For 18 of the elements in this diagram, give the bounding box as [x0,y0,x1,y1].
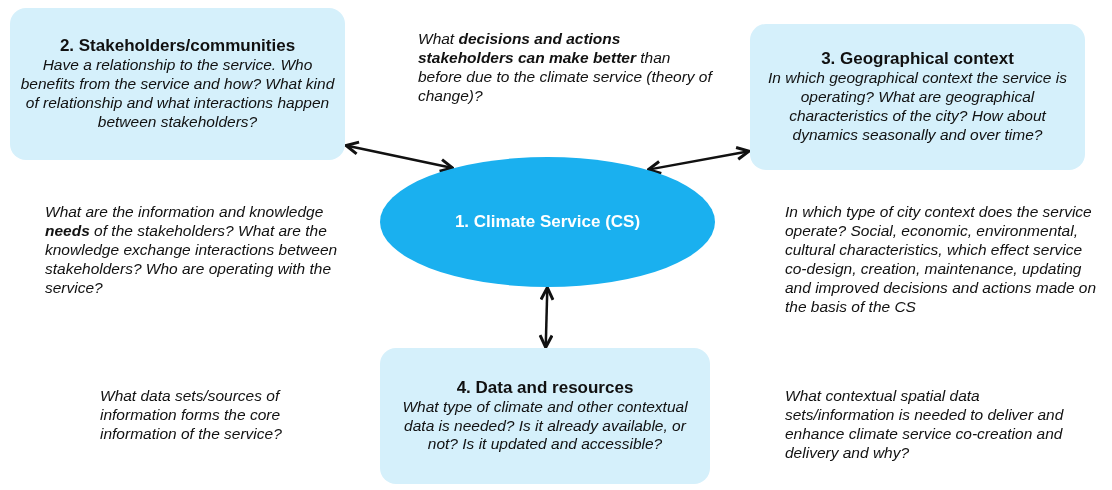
topic-box [380,348,710,484]
box-question: Have a relationship to the service. Who benefits from the service and how? What kind of relationship and what interactions happen between stakeholders? [20,56,335,132]
box-question: In which geographical context the service is operating? What are geographical characteristics of the city? How about dynamics seasonally and over time? [767,69,1068,145]
topic-box [750,24,1085,170]
box-question: What type of climate and other contextual data is needed? Is it already available, or not? Is it updated and accessible? [401,397,689,455]
double-arrow [344,140,455,173]
box-title: 4. Data and resources [456,377,634,398]
question-note: What data sets/sources of information forms the core information of the service? [100,387,283,444]
question-note: What are the information and knowledge needs of the stakeholders? What are the knowledge exchange interactions between stakeholders? Who are operating with the service? [45,203,339,298]
question-note: In which type of city context does the service operate? Social, economic, environmental, cultural characteristics, which effect service co-design, creation, maintenance, updating and improved decisions and actions made on the basis of the CS [785,203,1098,317]
box-title: 1. Climate Service (CS) [454,212,641,232]
double-arrow [646,145,751,175]
box-title: 3. Geographical context [821,49,1014,70]
question-note: What contextual spatial data sets/information is needed to deliver and enhance climate service co-creation and delivery and why? [785,387,1065,463]
double-arrow [538,286,555,349]
box-title: 2. Stakeholders/communities [59,36,296,57]
question-note: What decisions and actions stakeholders can make better than before due to the climate service (theory of change)? [418,30,714,106]
topic-box [10,8,345,160]
